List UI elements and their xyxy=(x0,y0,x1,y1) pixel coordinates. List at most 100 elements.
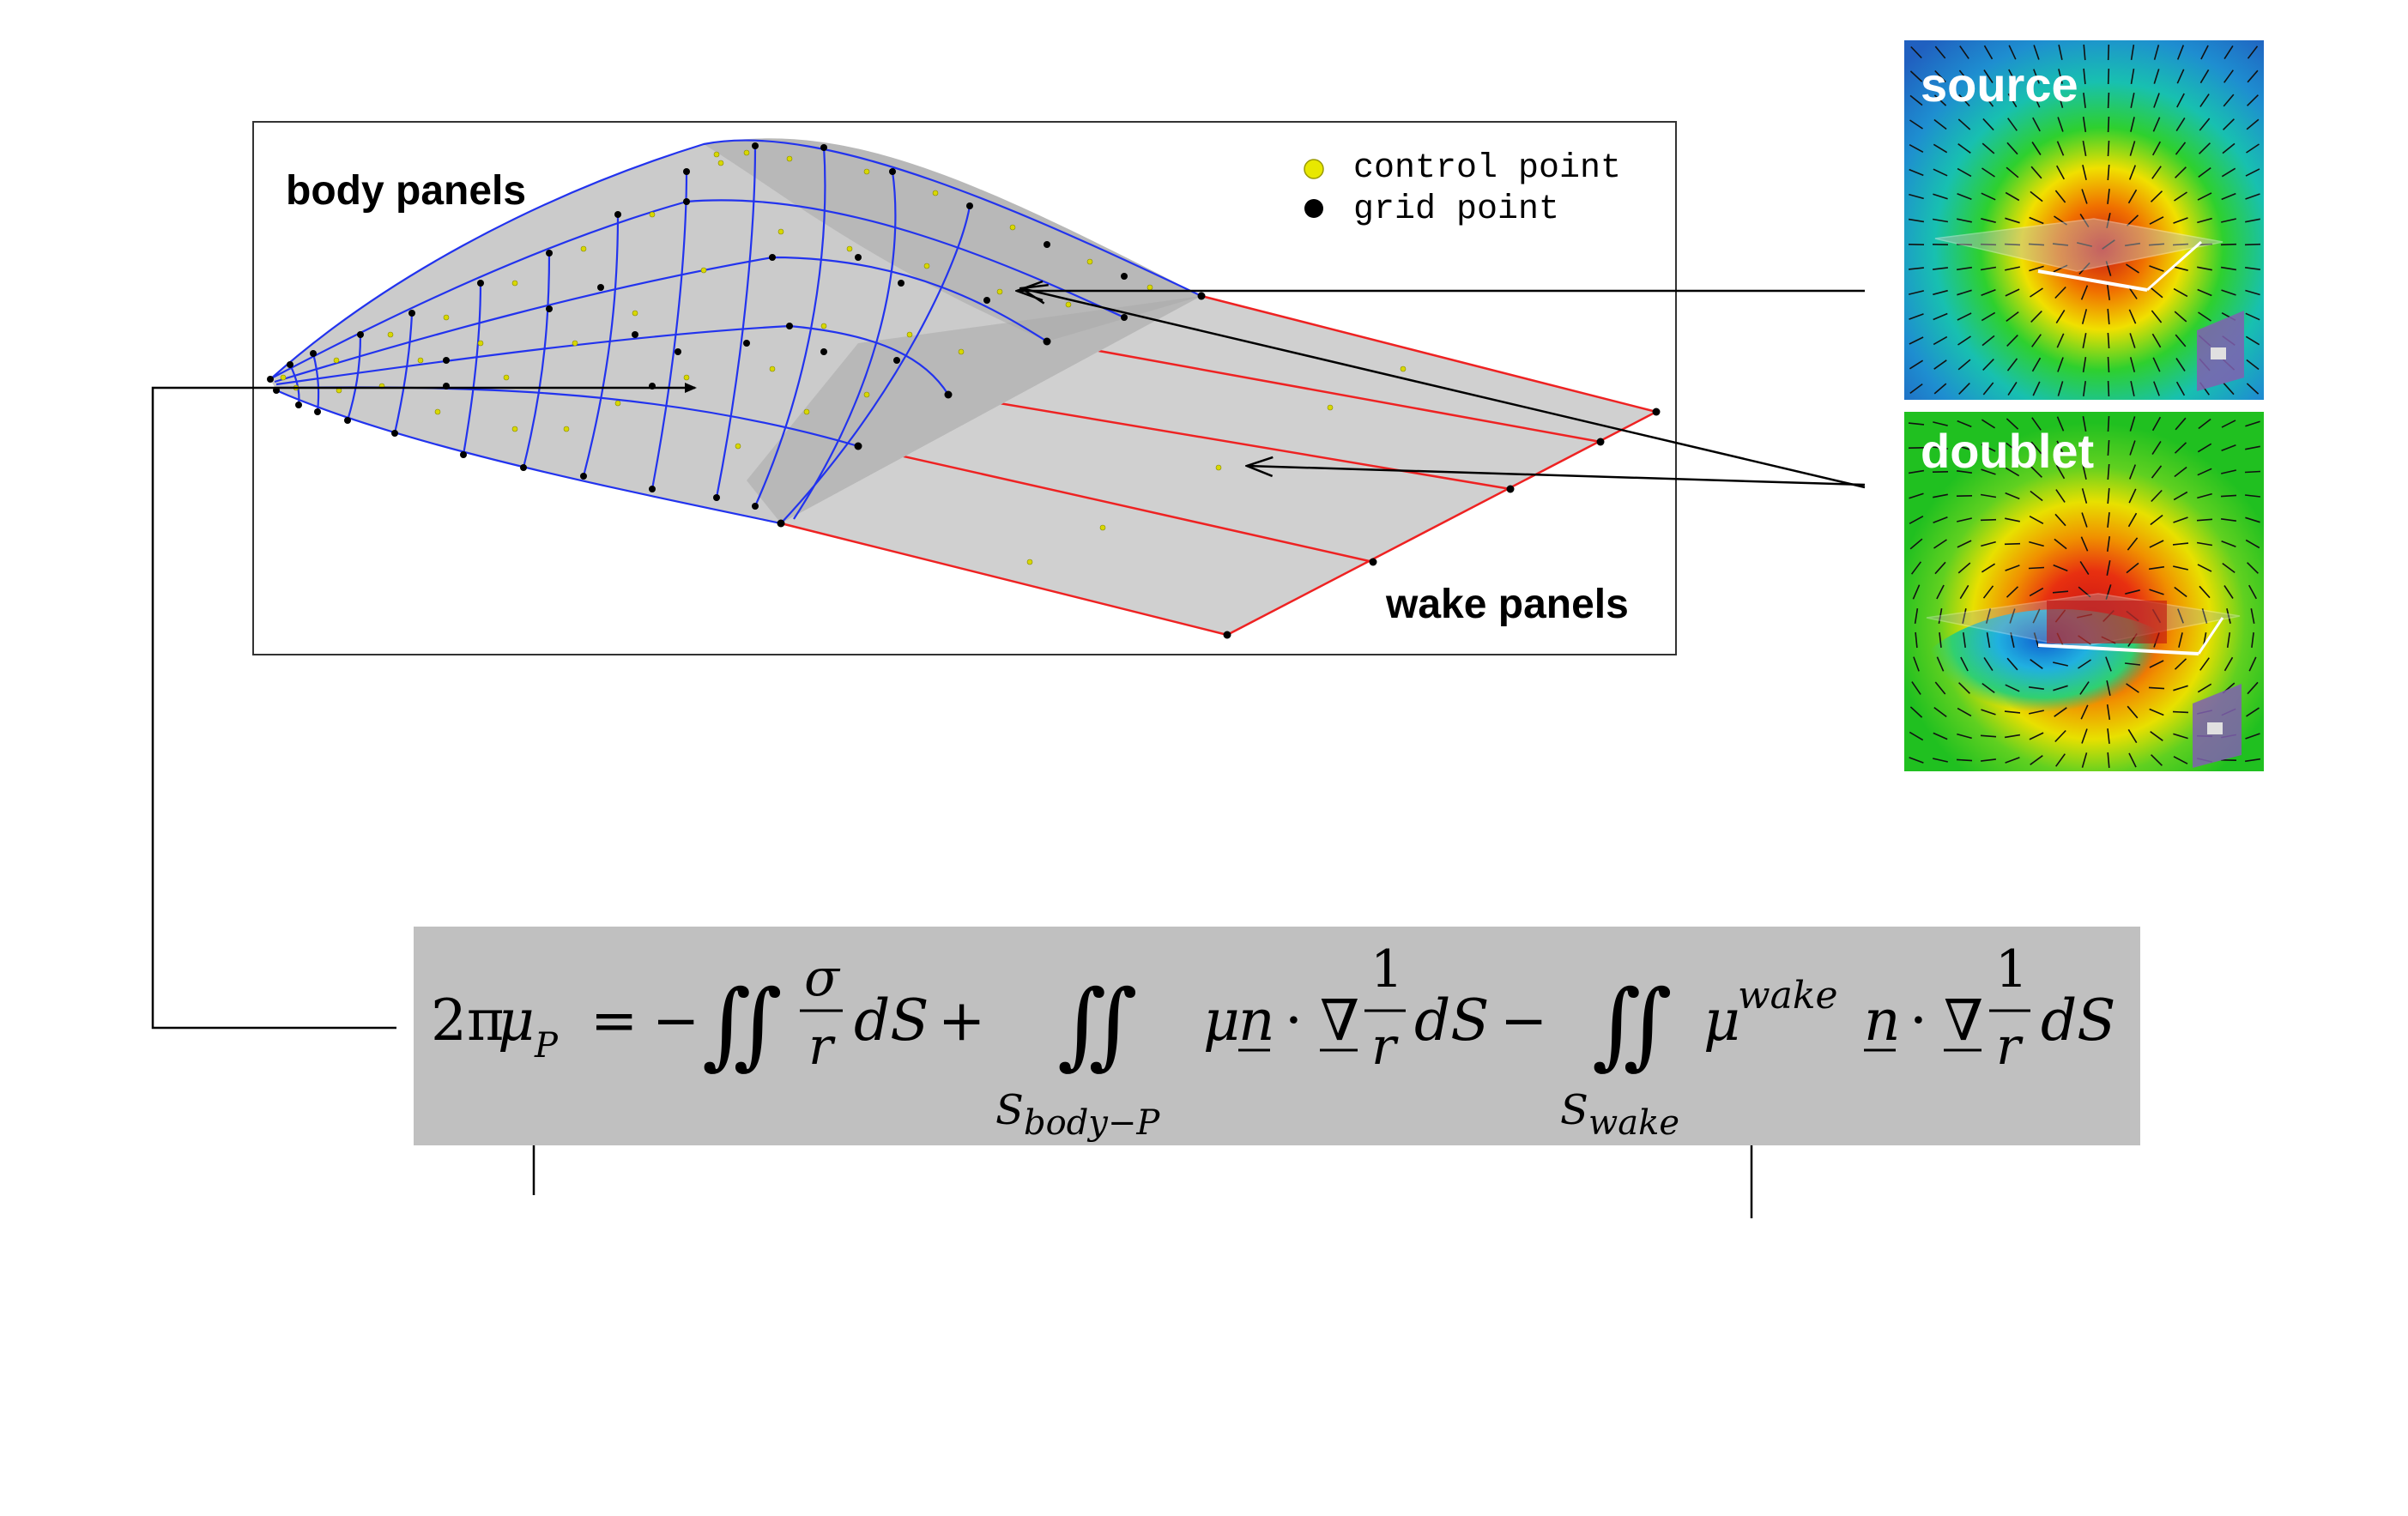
velocity-vector-mark xyxy=(2222,142,2236,154)
velocity-vector-mark xyxy=(2176,45,2185,60)
velocity-vector-mark xyxy=(2006,418,2019,430)
velocity-vector-mark xyxy=(2149,540,2164,548)
velocity-vector-mark xyxy=(2055,753,2066,767)
velocity-vector-mark xyxy=(2105,261,2112,276)
velocity-vector-mark xyxy=(1981,758,1996,762)
legend-control-point: control point xyxy=(1353,149,1621,188)
eq-normal-n-1: n xyxy=(1238,988,1275,1054)
velocity-vector-mark xyxy=(1909,119,1923,130)
velocity-vector-mark xyxy=(2127,512,2138,528)
velocity-vector-mark xyxy=(2199,118,2211,131)
velocity-vector-mark xyxy=(2245,420,2260,427)
velocity-vector-mark xyxy=(2197,288,2212,297)
velocity-vector-mark xyxy=(2081,488,2088,504)
velocity-vector-mark xyxy=(2124,242,2141,247)
velocity-vector-mark xyxy=(1933,168,1948,177)
velocity-vector-mark xyxy=(2052,590,2069,594)
eq-sigma: σ xyxy=(804,948,841,1008)
velocity-vector-mark xyxy=(1933,539,1947,549)
velocity-vector-mark xyxy=(2200,45,2209,60)
velocity-vector-mark xyxy=(2148,565,2165,571)
velocity-vector-mark xyxy=(2006,358,2018,371)
doublet-velocity-arrows xyxy=(1908,415,2261,769)
velocity-vector-mark xyxy=(2053,661,2068,667)
velocity-vector-mark xyxy=(1938,607,1943,625)
control-point-swatch xyxy=(1304,159,1324,179)
velocity-vector-mark xyxy=(2245,445,2260,450)
velocity-vector-mark xyxy=(2151,440,2162,456)
velocity-vector-mark xyxy=(2080,285,2089,300)
velocity-vector-mark xyxy=(2130,44,2135,61)
velocity-vector-mark xyxy=(1981,541,1996,547)
velocity-vector-mark xyxy=(2151,333,2162,348)
velocity-vector-mark xyxy=(1982,118,1994,131)
velocity-vector-mark xyxy=(2247,562,2259,574)
integral-equation: 2π μ P = − ∬ σ r dS + ∬ S body−P μ n · ∇… xyxy=(414,927,2140,1145)
velocity-vector-mark xyxy=(1983,656,1994,672)
velocity-vector-mark xyxy=(1962,608,1967,624)
doublet-field-image xyxy=(1904,412,2264,771)
velocity-vector-mark xyxy=(2029,265,2044,272)
eq-lhs-mu: μ xyxy=(498,988,535,1054)
velocity-vector-mark xyxy=(2107,284,2110,301)
velocity-vector-mark xyxy=(2107,463,2110,480)
velocity-vector-mark xyxy=(2008,69,2017,84)
axis-triad-icon xyxy=(2193,684,2242,768)
velocity-vector-mark xyxy=(2082,356,2087,373)
wake-panels-label: wake panels xyxy=(1385,582,1629,627)
velocity-vector-mark xyxy=(2127,705,2139,719)
velocity-vector-mark xyxy=(2107,728,2110,744)
velocity-vector-mark xyxy=(2079,681,2090,695)
velocity-vector-mark xyxy=(2247,45,2259,59)
velocity-vector-mark xyxy=(2175,117,2186,132)
velocity-vector-mark xyxy=(2028,566,2045,570)
velocity-vector-mark xyxy=(2053,685,2068,692)
velocity-vector-mark xyxy=(2176,69,2185,84)
velocity-vector-mark xyxy=(2198,311,2211,322)
velocity-vector-mark xyxy=(2056,333,2065,348)
velocity-vector-mark xyxy=(1909,515,1924,525)
velocity-vector-mark xyxy=(2150,287,2163,299)
velocity-vector-mark xyxy=(1933,706,1947,718)
velocity-vector-mark xyxy=(2196,541,2213,547)
velocity-vector-mark xyxy=(2126,263,2139,274)
velocity-vector-mark xyxy=(2199,142,2211,154)
velocity-vector-mark xyxy=(2082,415,2087,432)
velocity-vector-mark xyxy=(2220,266,2237,271)
velocity-vector-mark xyxy=(1934,561,1946,575)
velocity-vector-mark xyxy=(2248,656,2257,672)
velocity-vector-mark xyxy=(2030,659,2043,669)
velocity-vector-mark xyxy=(1981,311,1996,322)
velocity-vector-mark xyxy=(2031,357,2042,372)
velocity-vector-mark xyxy=(2152,117,2161,132)
velocity-vector-mark xyxy=(2130,68,2135,85)
eq-limit-body-s: S xyxy=(995,1086,1024,1134)
velocity-vector-mark xyxy=(2245,335,2260,346)
velocity-vector-mark xyxy=(2246,118,2260,130)
eq-limit-wake-s: S xyxy=(1560,1086,1588,1134)
velocity-vector-mark xyxy=(1933,143,1948,154)
velocity-vector-mark xyxy=(2031,334,2042,347)
velocity-vector-mark xyxy=(2106,213,2111,228)
velocity-vector-mark xyxy=(1982,382,1994,396)
velocity-vector-mark xyxy=(1909,313,1924,320)
eq-mu-3: μ xyxy=(1703,988,1740,1054)
velocity-vector-mark xyxy=(2175,381,2186,396)
velocity-vector-mark xyxy=(2222,562,2236,574)
velocity-vector-mark xyxy=(1934,45,1946,59)
velocity-vector-mark xyxy=(1909,70,1923,82)
velocity-vector-mark xyxy=(2053,264,2068,273)
velocity-vector-mark xyxy=(2030,287,2043,298)
velocity-vector-mark xyxy=(2055,165,2066,180)
velocity-vector-mark xyxy=(2173,756,2188,764)
velocity-vector-mark xyxy=(1909,757,1924,764)
eq-limit-wake-sub: wake xyxy=(1588,1103,1679,1143)
velocity-vector-mark xyxy=(1957,118,1971,130)
velocity-vector-mark xyxy=(2081,728,2088,744)
velocity-vector-mark xyxy=(1963,631,1966,649)
velocity-vector-mark xyxy=(1980,493,1997,498)
velocity-vector-mark xyxy=(2082,140,2087,157)
velocity-vector-mark xyxy=(2107,752,2110,769)
velocity-vector-mark xyxy=(2029,216,2044,225)
velocity-vector-mark xyxy=(1909,290,1924,295)
